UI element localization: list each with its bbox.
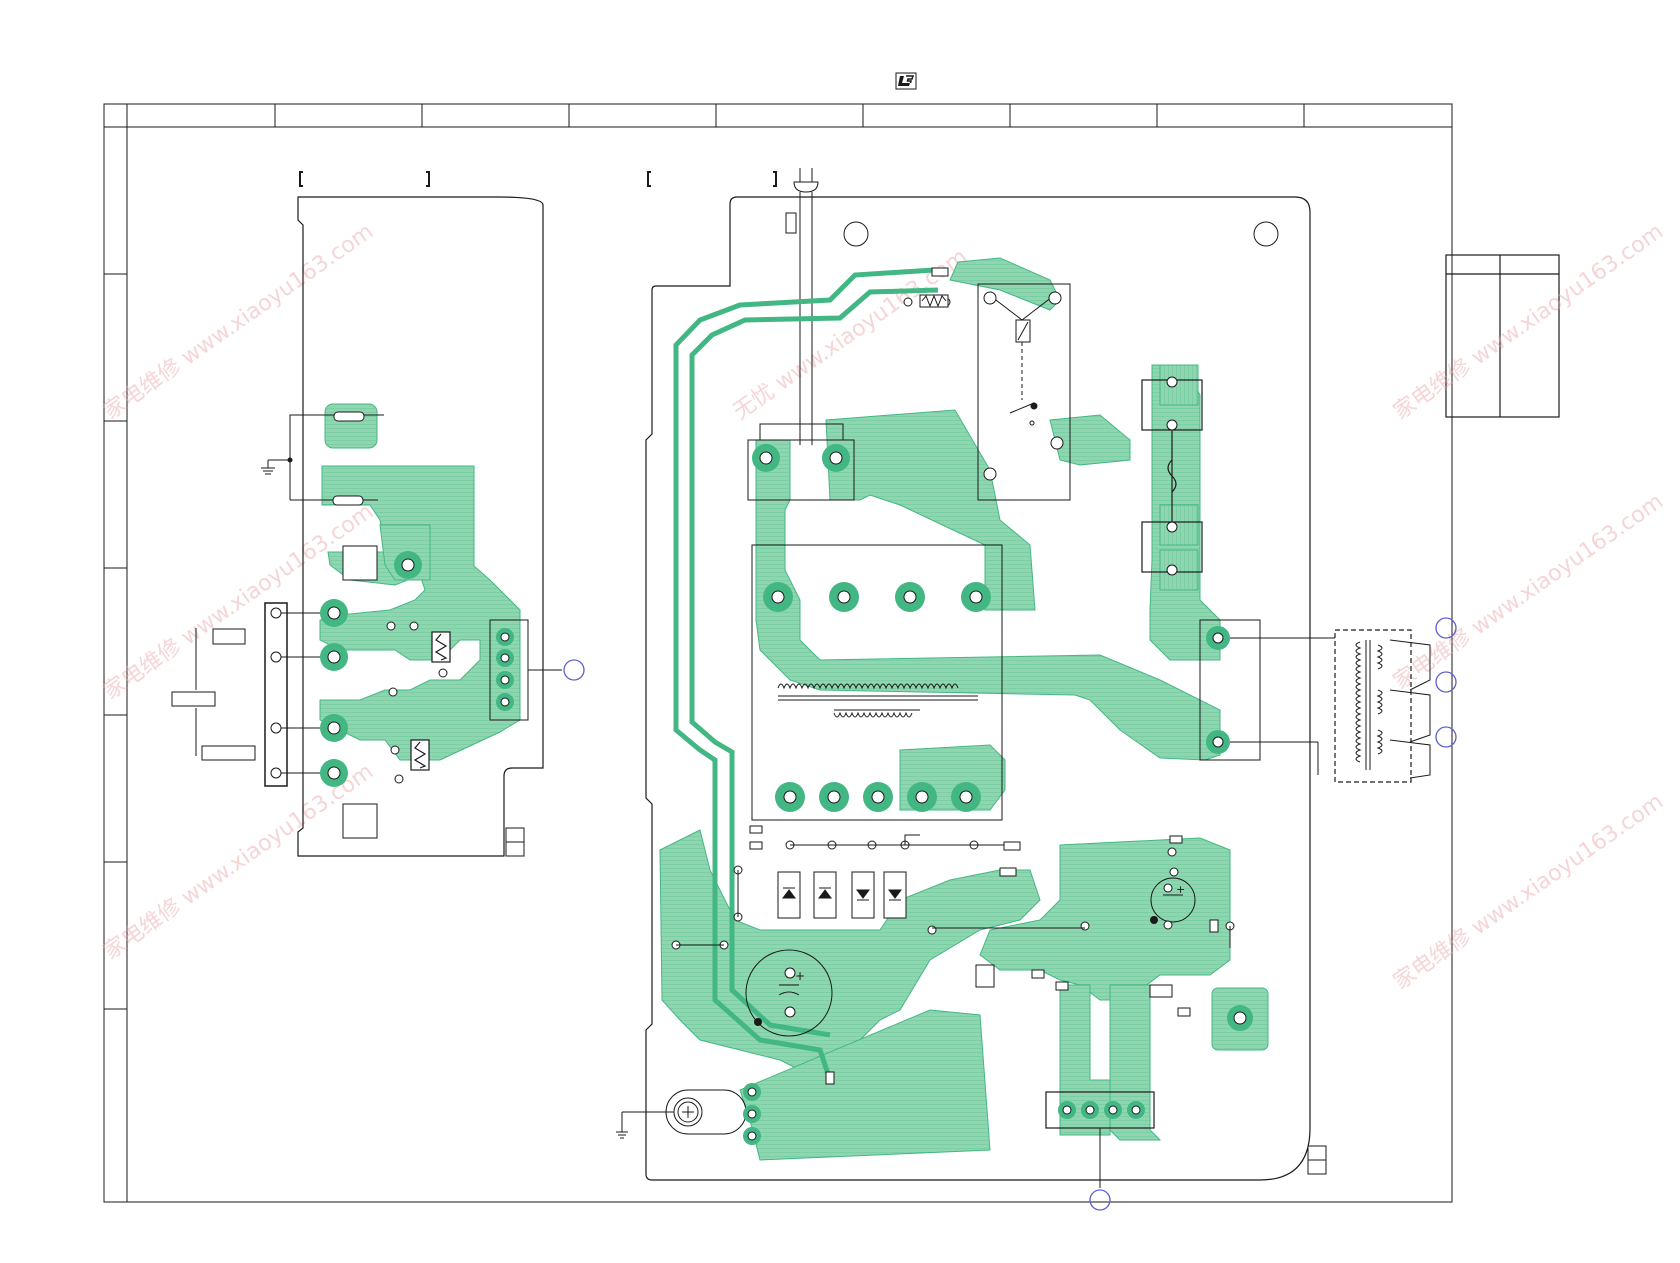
output-connector bbox=[1199, 619, 1261, 761]
right-board-title-bracket bbox=[647, 171, 777, 187]
output-transformer-windings bbox=[1355, 639, 1431, 779]
svg-text:家电维修 www.xiaoyu163.com: 家电维修 www.xiaoyu163.com bbox=[1389, 219, 1668, 425]
label-boxes bbox=[171, 628, 256, 761]
left-round-pads bbox=[320, 551, 422, 787]
svg-text:+: + bbox=[795, 969, 805, 983]
bottom-marker-circle bbox=[1089, 1189, 1111, 1211]
relay-coil-icon bbox=[991, 296, 1053, 426]
ac-input-pads bbox=[752, 444, 850, 472]
grid-column-dividers bbox=[274, 104, 1305, 127]
jumper-wires bbox=[676, 834, 1231, 948]
ground-symbol-icon bbox=[261, 457, 293, 475]
square-pads bbox=[342, 545, 378, 839]
connector-pins bbox=[270, 607, 282, 779]
left-board-outline bbox=[297, 196, 544, 857]
coin-cell-pads bbox=[743, 1083, 761, 1145]
diode-icon bbox=[777, 871, 907, 919]
ac-plug-icon bbox=[793, 168, 819, 193]
smd-parts bbox=[749, 267, 1219, 1085]
right-board-id-box bbox=[1307, 1145, 1327, 1175]
capacitor-icon: + bbox=[745, 949, 833, 1037]
mounting-holes bbox=[843, 221, 1279, 247]
transformer-pads-bottom bbox=[775, 782, 981, 812]
output-marker-circles bbox=[1435, 617, 1457, 748]
drawing-frame bbox=[103, 103, 1453, 1203]
jumper-pads bbox=[332, 411, 365, 506]
left-board-title-bracket bbox=[299, 171, 430, 187]
output-leads bbox=[1230, 637, 1335, 775]
relay-body bbox=[977, 283, 1071, 501]
transformer-pads-top bbox=[763, 582, 991, 612]
transformer-icon bbox=[777, 683, 978, 718]
svg-text:+: + bbox=[1176, 883, 1185, 896]
resistor-icon bbox=[410, 631, 451, 771]
connector-block-left bbox=[264, 602, 288, 787]
output-transformer-dashed bbox=[1334, 629, 1412, 783]
transformer-body bbox=[751, 544, 1003, 821]
fuse-pads bbox=[1166, 376, 1178, 576]
right-connector-pins bbox=[496, 628, 514, 711]
bottom-connector-pins bbox=[1058, 1101, 1145, 1119]
svg-text:家电维修 www.xiaoyu163.com: 家电维修 www.xiaoyu163.com bbox=[1389, 489, 1668, 695]
right-board-copper bbox=[659, 257, 1269, 1161]
output-pads bbox=[1206, 626, 1230, 754]
marker-circle bbox=[563, 659, 585, 681]
fuse-icon bbox=[1141, 379, 1203, 573]
double-trace bbox=[673, 267, 939, 1081]
left-vias bbox=[386, 621, 448, 784]
coin-cell-icon bbox=[665, 1089, 747, 1135]
relay-pads bbox=[983, 291, 1064, 481]
svg-text:家电维修 www.xiaoyu163.com: 家电维修 www.xiaoyu163.com bbox=[99, 219, 378, 425]
left-board bbox=[171, 171, 585, 857]
lf-logo-icon bbox=[895, 72, 917, 90]
ground-symbol-icon-2 bbox=[616, 1111, 674, 1139]
svg-text:家电维修 www.xiaoyu163.com: 家电维修 www.xiaoyu163.com bbox=[1389, 789, 1668, 995]
left-board-id-box bbox=[505, 827, 525, 857]
legend-table bbox=[1445, 254, 1560, 418]
ac-input-block bbox=[747, 439, 855, 501]
grid-row-dividers bbox=[104, 273, 127, 1010]
right-board: + + bbox=[616, 168, 1457, 1211]
right-board-outline bbox=[645, 196, 1311, 1181]
svg-text:家电维修 www.xiaoyu163.com: 家电维修 www.xiaoyu163.com bbox=[99, 759, 378, 965]
capacitor-small-icon: + bbox=[1150, 877, 1196, 930]
